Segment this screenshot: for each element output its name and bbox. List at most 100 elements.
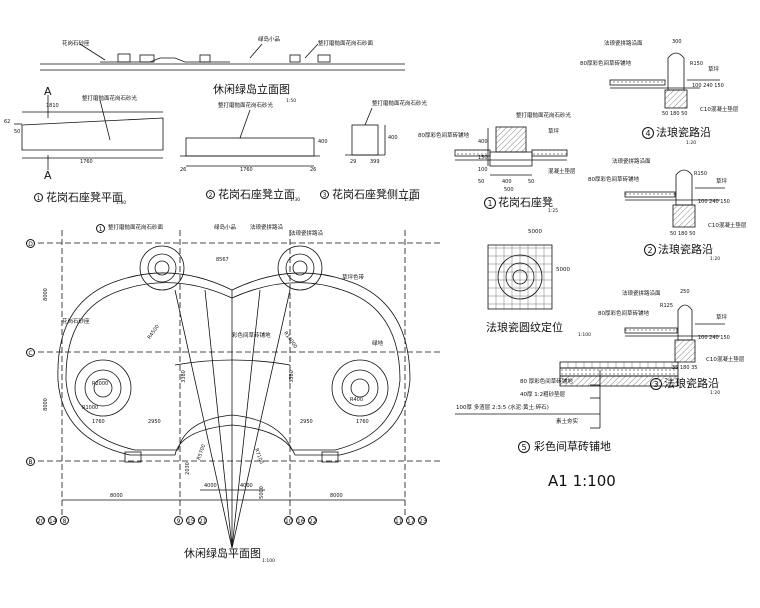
section-marker-a-top: A	[44, 85, 52, 98]
curb2-dims-bottom: 50 180 50	[670, 231, 696, 237]
paving-layer-2: 40厚 1:2粗砂垫层	[520, 392, 566, 398]
plan-label-tree: 绿地	[372, 341, 384, 347]
detail-3-title: 花岗石座凳侧立面	[332, 188, 420, 201]
curb2-title: 法琅瓷路沿	[658, 243, 713, 256]
plan-dim-mid-1: 4000	[204, 483, 217, 489]
curb3-title: 法琅瓷路沿	[664, 377, 719, 390]
curb4-title: 法琅瓷路沿	[656, 126, 711, 139]
pattern-title: 法琅瓷圆纹定位	[486, 321, 563, 334]
plan-dim-bottom-1: 8000	[110, 493, 123, 499]
seat-section-number: 1	[484, 197, 496, 209]
plan-dim-left-2: 8000	[42, 398, 49, 411]
plan-dim-mid-10: 3380	[288, 370, 295, 383]
paving-number: 5	[518, 441, 530, 453]
elevation-title: 休闲绿岛立面图	[213, 83, 290, 96]
curb2-label-paving: 80厚彩色间草砖铺地	[588, 177, 639, 183]
plan-title: 休闲绿岛平面图	[184, 547, 261, 560]
detail-1-title: 花岗石座凳平面	[46, 191, 123, 204]
curb2-number: 2	[644, 244, 656, 256]
seat-dim-a: 50	[478, 179, 485, 185]
plan-dim-mid-7: 2030	[184, 462, 191, 475]
detail-2-dim-height: 400	[318, 139, 328, 145]
detail-3-label: 整打磨抛面花岗石砂光	[372, 101, 428, 107]
detail-2-scale: 1:30	[290, 198, 301, 203]
detail-3-dim-b: 399	[370, 159, 380, 165]
plan-dim-mid-3: 2950	[148, 419, 161, 425]
paving-layer-4: 素土夯实	[556, 419, 579, 425]
axis-b: B	[26, 457, 35, 466]
detail-3-dim-height: 400	[388, 135, 398, 141]
pattern-dim-w: 5000	[528, 229, 542, 235]
detail-2-number: 2	[206, 190, 215, 199]
curb4-dims-bottom: 50 180 50	[662, 111, 688, 117]
plan-label-curb: 法琅瓷拼路沿	[250, 225, 284, 231]
pattern-scale: 1:100	[578, 333, 591, 338]
seat-dim-h3: 100	[478, 167, 488, 173]
detail-1-scale: 1:30	[116, 201, 127, 206]
paving-layer-3: 100厚 多渣层 2:3:5 (水泥:黄土:碎石)	[456, 405, 549, 411]
plan-scale: 1:100	[262, 559, 275, 564]
axis-20: 20	[36, 516, 45, 525]
paving-detail-drawing	[455, 361, 679, 429]
plan-dim-mid-9: 3380	[180, 370, 187, 383]
detail-1-label: 整打磨抛面花岗石砂光	[82, 96, 138, 102]
curb3-scale: 1:20	[710, 391, 721, 396]
axis-15: 15	[186, 516, 195, 525]
plan-dim-mid-11: 8567	[216, 257, 229, 263]
axis-21: 21	[198, 516, 207, 525]
curb2-label-grass: 草坪	[716, 179, 728, 185]
plan-dim-mid-5: 1760	[92, 419, 105, 425]
curb4-number: 4	[642, 127, 654, 139]
seat-dim-h2: 150	[478, 155, 488, 161]
seat-dim-b: 400	[502, 179, 512, 185]
paving-layer-1: 80 厚彩色间草砖铺地	[520, 379, 573, 385]
detail-1-number: 1	[34, 193, 43, 202]
curb4-dims-side: 100 240 150	[692, 83, 724, 89]
seat-dim-h1: 400	[478, 139, 488, 145]
detail-3-seat-side	[345, 107, 386, 156]
pattern-dim-h: 5000	[556, 267, 570, 273]
plan-radius-7: R400	[350, 397, 364, 403]
curb3-number: 3	[650, 378, 662, 390]
curb2-label-concrete: C10混凝土垫层	[708, 223, 747, 229]
label-small-bridge: 绿岛小品	[258, 37, 281, 43]
label-granite-seat: 花岗石砂座	[62, 41, 90, 47]
plan-label-grass: 草坪色带	[342, 275, 365, 281]
plan-label-paving: 彩色间草砖铺地	[232, 333, 271, 339]
axis-c: C	[26, 348, 35, 357]
detail-2-label: 整打磨抛面花岗石砂光	[218, 103, 274, 109]
curb2-label-top: 法琅瓷拼路沿面	[612, 159, 651, 165]
curb2-dim-r: R150	[694, 171, 708, 177]
plan-dim-mid-6: 1760	[356, 419, 369, 425]
axis-22: 22	[308, 516, 317, 525]
plan-radius-3: R2000	[92, 381, 109, 387]
plan-dim-mid-8: 5000	[258, 486, 265, 499]
axis-23: 23	[418, 516, 427, 525]
curb4-label-top: 法琅瓷拼路沿面	[604, 41, 643, 47]
plan-callout-1: 1	[96, 224, 105, 233]
elevation-scale: 1:50	[286, 99, 297, 104]
dim-side: 62	[4, 119, 11, 125]
curb4-scale: 1:20	[686, 141, 697, 146]
elevation-top-drawing	[40, 43, 405, 71]
detail-2-title: 花岗石座凳立面	[218, 188, 295, 201]
seat-dim-width: 500	[504, 187, 514, 193]
label-polished-granite: 整打磨抛面花岗石砂面	[318, 41, 374, 47]
axis-16: 16	[296, 516, 305, 525]
detail-2-seat-elevation	[180, 109, 320, 167]
seat-section-label-grass: 草坪	[548, 129, 560, 135]
sheet-label: A1 1:100	[548, 472, 616, 490]
axis-d: D	[26, 239, 35, 248]
curb-detail-4-drawing	[609, 52, 720, 109]
curb-detail-2-drawing	[624, 169, 725, 228]
plan-label-polished: 整打磨抛面花岗石砂面	[108, 225, 164, 231]
plan-dim-bottom-2: 8000	[330, 493, 343, 499]
curb3-dims-bottom: 35 180 35	[672, 365, 698, 371]
plan-dim-mid-4: 2950	[300, 419, 313, 425]
axis-11: 11	[394, 516, 403, 525]
detail-3-dim-a: 29	[350, 159, 357, 165]
axis-10: 10	[284, 516, 293, 525]
curb3-dims-side: 100 240 150	[698, 335, 730, 341]
section-marker-a-bottom: A	[44, 169, 52, 182]
